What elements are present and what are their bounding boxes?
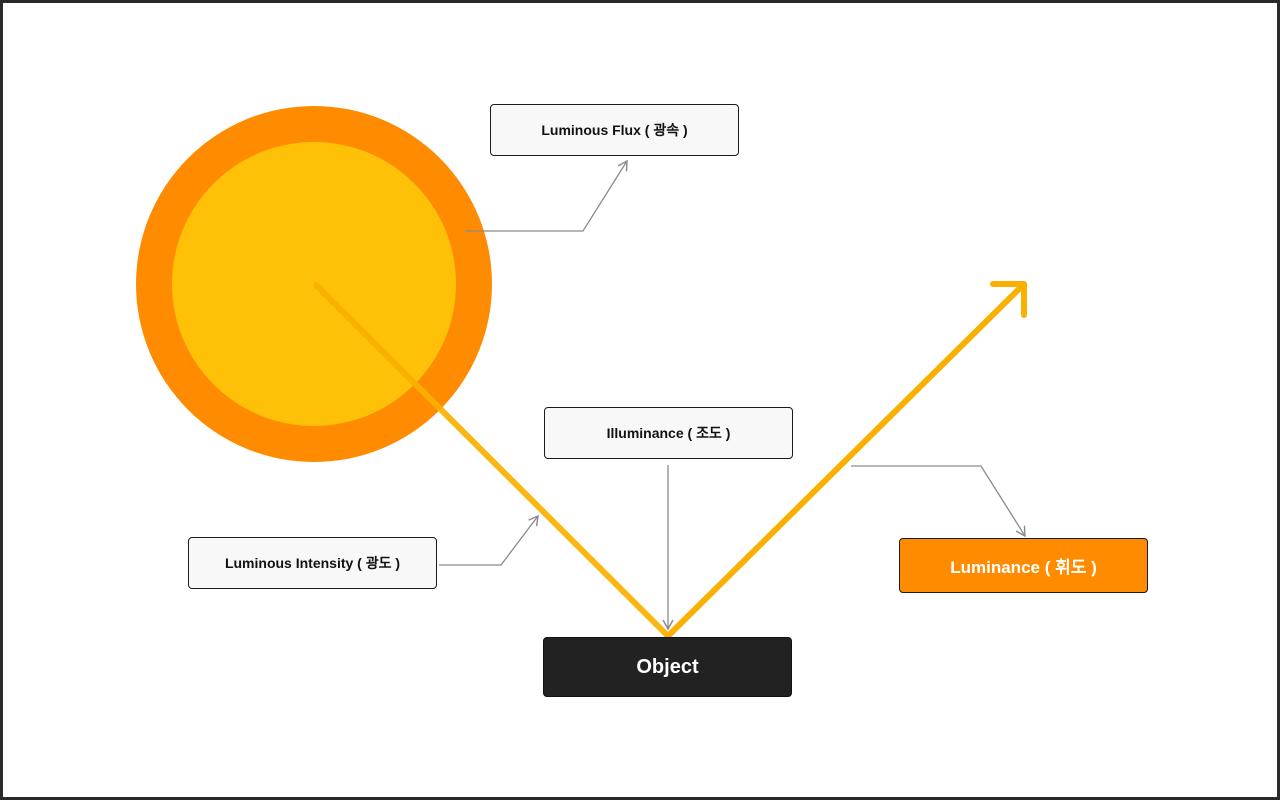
reflected-ray-arrowhead: [990, 281, 1027, 318]
luminous-flux-label: Luminous Flux ( 광속 ): [490, 104, 739, 156]
object-box: Object: [543, 637, 792, 697]
connector-luminous-intensity: [439, 514, 539, 566]
incident-ray: [313, 282, 671, 639]
connectors: [439, 159, 1026, 631]
luminance-label: Luminance ( 휘도 ): [899, 538, 1148, 593]
connector-luminance: [851, 465, 1026, 538]
reflected-ray: [665, 282, 1026, 639]
connector-luminous-flux: [465, 159, 628, 232]
diagram-graphics: [136, 106, 1027, 639]
illuminance-label: Illuminance ( 조도 ): [544, 407, 793, 459]
light-path: [313, 281, 1027, 639]
luminous-intensity-label: Luminous Intensity ( 광도 ): [188, 537, 437, 589]
